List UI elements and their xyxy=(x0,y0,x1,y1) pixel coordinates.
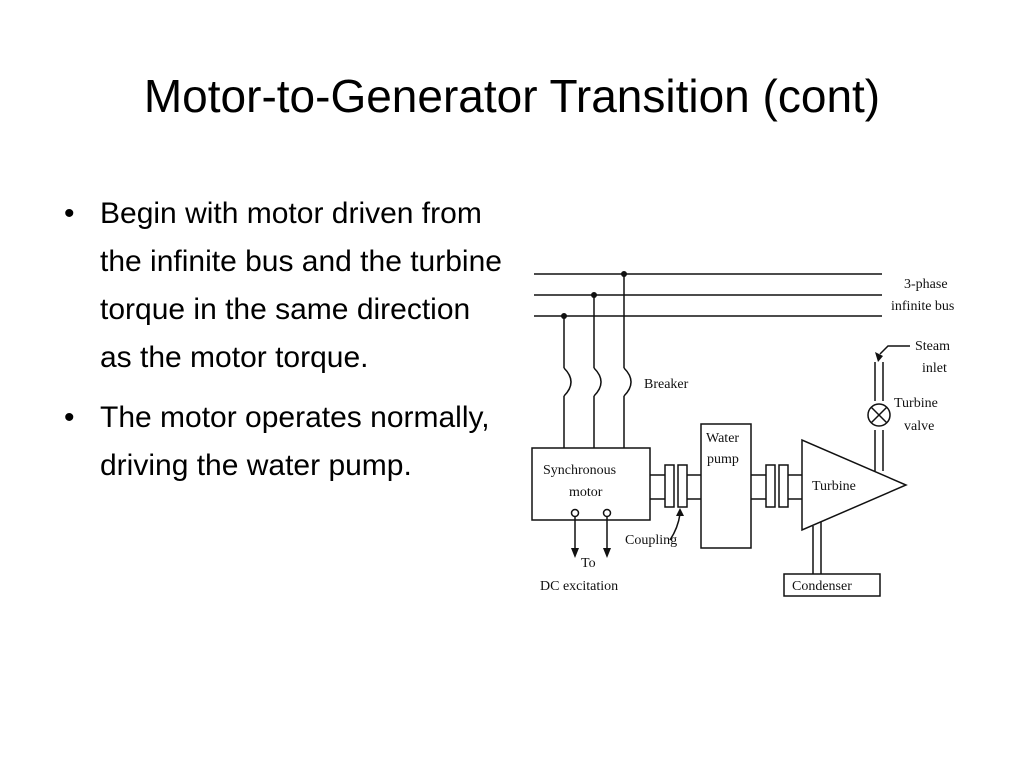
motor-generator-diagram: 3-phase infinite bus Breaker Steam inlet… xyxy=(531,271,954,597)
steam-leader xyxy=(879,345,910,355)
bullet-item: • The motor operates normally, driving th… xyxy=(56,394,506,490)
steam-inlet-label: Steam xyxy=(915,339,950,354)
breaker-contact xyxy=(593,367,602,397)
water-pump-label: Water xyxy=(706,431,739,446)
arrow-head xyxy=(676,508,684,516)
excitation-terminal xyxy=(570,508,580,518)
junction-dot xyxy=(591,292,597,298)
steam-inlet-label: inlet xyxy=(922,361,947,376)
bullet-dot: • xyxy=(64,401,75,434)
coupling-left xyxy=(664,464,675,508)
water-pump-label: pump xyxy=(707,452,739,467)
bullet-list: • Begin with motor driven from the infini… xyxy=(56,190,506,502)
junction-dot xyxy=(561,313,567,319)
arrow-head xyxy=(875,352,883,362)
coupling-pointer xyxy=(669,513,681,541)
synchronous-motor-label: motor xyxy=(569,485,603,500)
breaker-label: Breaker xyxy=(644,377,689,392)
dc-excitation-label: DC excitation xyxy=(540,579,618,594)
condenser-label: Condenser xyxy=(792,579,852,594)
coupling-right xyxy=(677,464,688,508)
turbine-label: Turbine xyxy=(812,479,856,494)
turbine-valve-icon xyxy=(867,403,891,427)
excitation-terminal xyxy=(602,508,612,518)
condenser-box xyxy=(783,573,881,597)
water-pump-box xyxy=(700,423,752,549)
to-label: To xyxy=(581,556,596,571)
bus-label: 3-phase xyxy=(904,277,948,292)
coupling-left xyxy=(765,464,776,508)
bullet-text: The motor operates normally, driving the… xyxy=(100,401,490,482)
coupling-label: Coupling xyxy=(625,533,677,548)
synchronous-motor-label: Synchronous xyxy=(543,463,616,478)
valve-cross xyxy=(870,406,888,424)
synchronous-motor-box xyxy=(531,447,651,521)
turbine-valve-label: Turbine xyxy=(894,396,938,411)
bus-label: infinite bus xyxy=(891,299,954,314)
coupling-right xyxy=(778,464,789,508)
arrow-head xyxy=(603,548,611,558)
turbine-shape xyxy=(801,438,908,532)
arrow-head xyxy=(571,548,579,558)
junction-dot xyxy=(621,271,627,277)
turbine-valve-label: valve xyxy=(904,419,934,434)
breaker-contact xyxy=(623,367,632,397)
bullet-dot: • xyxy=(64,197,75,230)
bullet-item: • Begin with motor driven from the infini… xyxy=(56,190,506,382)
breaker-contact xyxy=(563,367,572,397)
bullet-text: Begin with motor driven from the infinit… xyxy=(100,197,502,374)
slide-title: Motor-to-Generator Transition (cont) xyxy=(143,70,881,122)
